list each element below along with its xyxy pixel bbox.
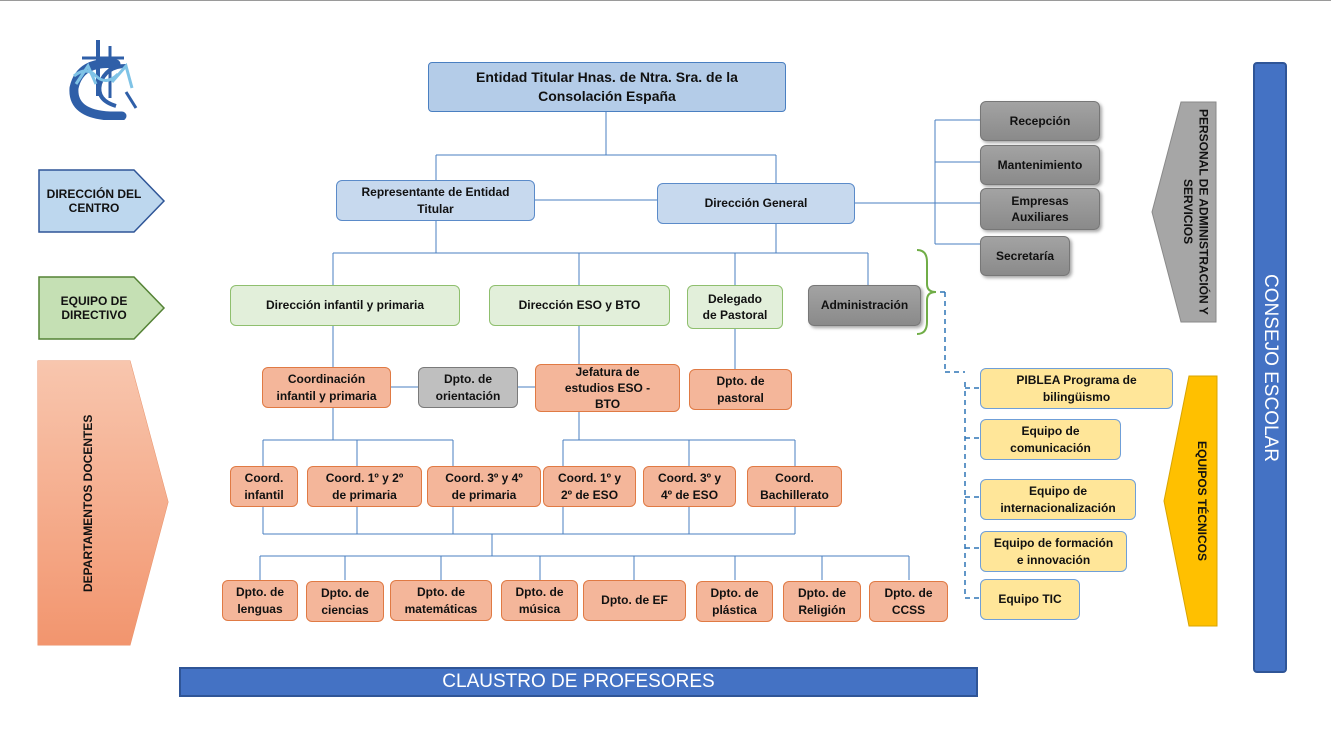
equipo-internacionalizacion-box: Equipo de internacionalización bbox=[980, 479, 1136, 520]
consejo-bar: CONSEJO ESCOLAR bbox=[1253, 62, 1287, 673]
dpto-musica-box: Dpto. de música bbox=[501, 580, 578, 621]
coord-infantil-box: Coord. infantil bbox=[230, 466, 298, 507]
dpto-ccss-box: Dpto. de CCSS bbox=[869, 581, 948, 622]
departamentos-label-arrow bbox=[37, 360, 169, 646]
equipo-comunicacion-box: Equipo de comunicación bbox=[980, 419, 1121, 460]
coord-1-2-primaria-box: Coord. 1º y 2º de primaria bbox=[307, 466, 422, 507]
technical-arrow bbox=[1163, 375, 1218, 627]
equipo-label: EQUIPO DE DIRECTIVO bbox=[60, 294, 128, 322]
direccion-infantil-primaria-box: Dirección infantil y primaria bbox=[230, 285, 460, 326]
direccion-eso-bto-box: Dirección ESO y BTO bbox=[489, 285, 670, 326]
top-divider bbox=[0, 0, 1331, 1]
delegado-pastoral-box: Delegado de Pastoral bbox=[687, 285, 783, 329]
claustro-bar: CLAUSTRO DE PROFESORES bbox=[179, 667, 978, 697]
equipo-formacion-box: Equipo de formación e innovación bbox=[980, 531, 1127, 572]
claustro-label: CLAUSTRO DE PROFESORES bbox=[442, 671, 715, 692]
secretaria-box: Secretaría bbox=[980, 236, 1070, 276]
mantenimiento-box: Mantenimiento bbox=[980, 145, 1100, 185]
administracion-box: Administración bbox=[808, 285, 921, 326]
direccion-general-box: Dirección General bbox=[657, 183, 855, 224]
direccion-label-arrow bbox=[38, 169, 166, 233]
direccion-label: DIRECCIÓN DEL CENTRO bbox=[46, 187, 142, 215]
jefatura-estudios-box: Jefatura de estudios ESO - BTO bbox=[535, 364, 680, 412]
dpto-ef-box: Dpto. de EF bbox=[583, 580, 686, 621]
equipo-label-arrow bbox=[38, 276, 166, 340]
coord-bachillerato-box: Coord. Bachillerato bbox=[747, 466, 842, 507]
coord-1-2-eso-box: Coord. 1º y 2º de ESO bbox=[543, 466, 636, 507]
dpto-pastoral-box: Dpto. de pastoral bbox=[689, 369, 792, 410]
entidad-titular-box: Entidad Titular Hnas. de Ntra. Sra. de l… bbox=[428, 62, 786, 112]
dpto-orientacion-box: Dpto. de orientación bbox=[418, 367, 518, 408]
departamentos-label: DEPARTAMENTOS DOCENTES bbox=[81, 414, 95, 592]
dpto-plastica-box: Dpto. de plástica bbox=[696, 581, 773, 622]
piblea-box: PIBLEA Programa de bilingüismo bbox=[980, 368, 1173, 409]
consejo-label: CONSEJO ESCOLAR bbox=[1260, 273, 1281, 462]
school-logo bbox=[69, 40, 138, 120]
dpto-ciencias-box: Dpto. de ciencias bbox=[306, 581, 384, 622]
dpto-lenguas-box: Dpto. de lenguas bbox=[222, 580, 298, 621]
empresas-auxiliares-box: Empresas Auxiliares bbox=[980, 188, 1100, 230]
coord-3-4-primaria-box: Coord. 3º y 4º de primaria bbox=[427, 466, 541, 507]
coordinacion-inf-prim-box: Coordinación infantil y primaria bbox=[262, 367, 391, 408]
dpto-religion-box: Dpto. de Religión bbox=[783, 581, 861, 622]
coord-3-4-eso-box: Coord. 3º y 4º de ESO bbox=[643, 466, 736, 507]
representante-box: Representante de Entidad Titular bbox=[336, 180, 535, 221]
technical-label: EQUIPOS TÉCNICOS bbox=[1195, 440, 1209, 562]
recepcion-box: Recepción bbox=[980, 101, 1100, 141]
services-label: PERSONAL DE ADMINISTRACIÓN Y SERVICIOS bbox=[1181, 109, 1211, 315]
equipo-tic-box: Equipo TIC bbox=[980, 579, 1080, 620]
services-arrow bbox=[1151, 101, 1217, 323]
dpto-matematicas-box: Dpto. de matemáticas bbox=[390, 580, 492, 621]
